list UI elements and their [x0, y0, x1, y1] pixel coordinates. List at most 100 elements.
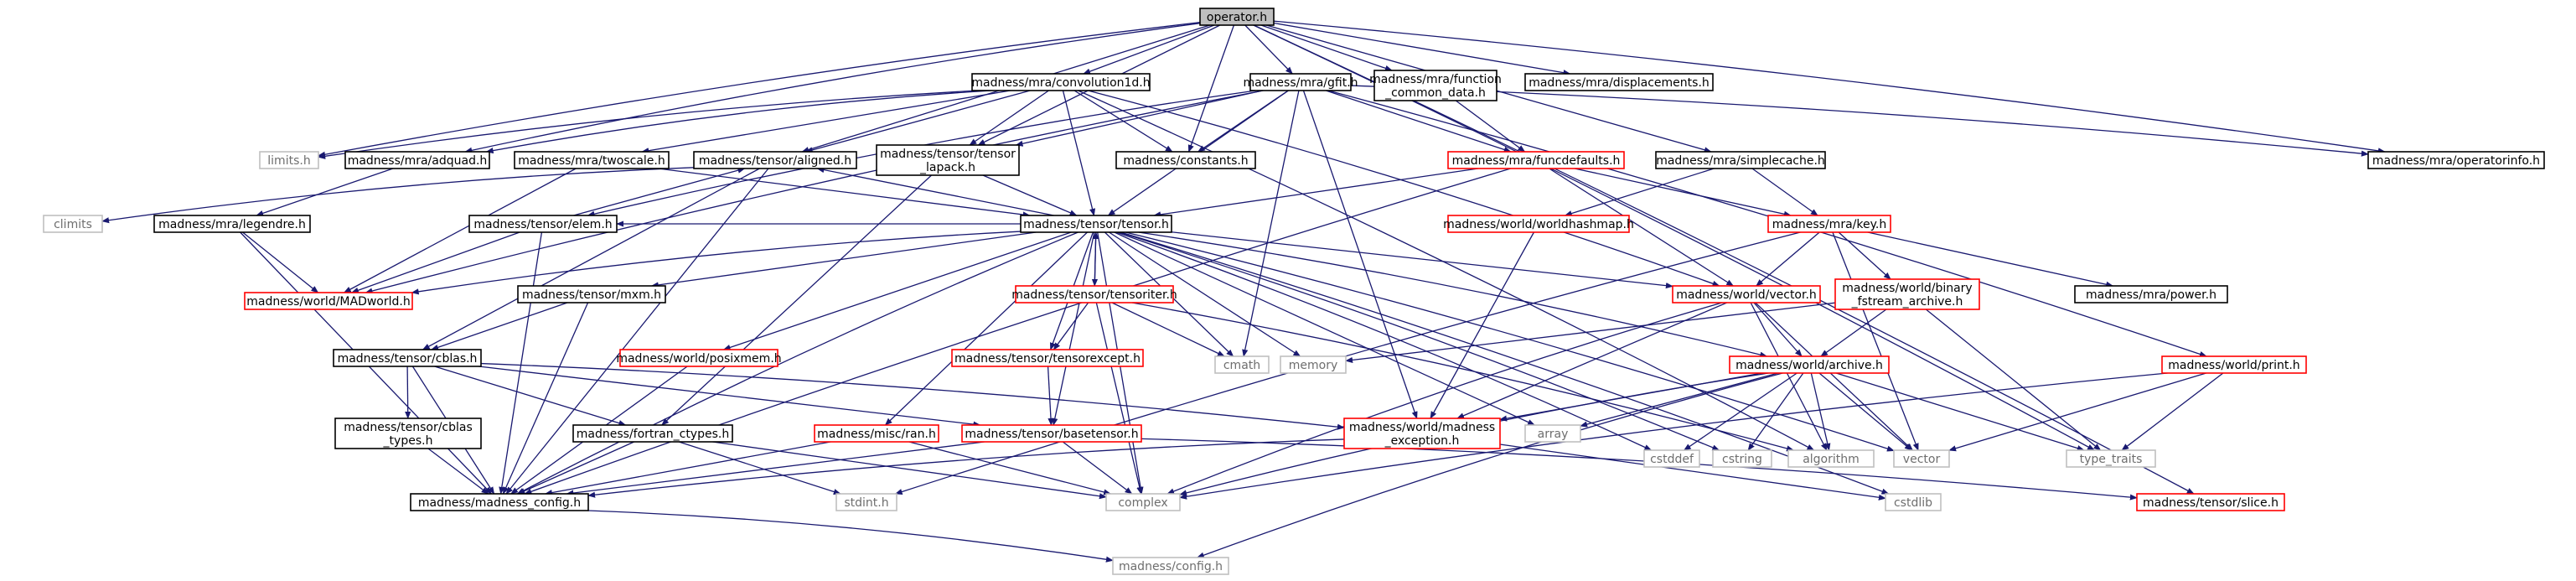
node-cstddef: cstddef [1643, 449, 1700, 468]
node-box-mxm [517, 285, 666, 303]
node-madworld[interactable]: madness/world/MADworld.h [244, 292, 413, 310]
node-label-twoscale: madness/mra/twoscale.h [518, 154, 665, 168]
node-box-function_common [1373, 70, 1497, 101]
node-print[interactable]: madness/world/print.h [2161, 355, 2307, 374]
edge-tensor-to-vector_h [1171, 231, 1673, 289]
node-simplecache[interactable]: madness/mra/simplecache.h [1655, 151, 1826, 169]
node-twoscale[interactable]: madness/mra/twoscale.h [514, 151, 670, 169]
edge-gfit-to-cmath [1242, 90, 1300, 357]
node-cblas[interactable]: madness/tensor/cblas.h [333, 349, 482, 367]
node-box-cstdlib [1885, 493, 1942, 511]
node-box-legendre [153, 215, 311, 233]
edge-worldhashmap-to-madness_exception [1430, 231, 1535, 419]
edge-convolution1d-to-tensor_lapack [969, 90, 1049, 146]
edge-tensor-to-archive [1138, 231, 1768, 358]
node-cstring: cstring [1712, 449, 1772, 468]
node-type_traits: type_traits [2066, 449, 2156, 468]
node-box-tensor_lapack [876, 144, 1020, 176]
node-box-elem [468, 215, 618, 233]
node-displacements[interactable]: madness/mra/displacements.h [1524, 73, 1714, 91]
node-box-stdint [835, 493, 897, 511]
node-label-tensor_lapack: madness/tensor/tensor [880, 148, 1016, 161]
node-label-aligned: madness/tensor/aligned.h [699, 154, 851, 168]
node-vector_h[interactable]: madness/world/vector.h [1672, 285, 1821, 303]
node-limits: limits.h [259, 151, 319, 169]
node-tensor[interactable]: madness/tensor/tensor.h [1020, 215, 1172, 233]
node-key[interactable]: madness/mra/key.h [1767, 215, 1891, 233]
edge-simplecache-to-key [1751, 168, 1818, 216]
node-label-power: madness/mra/power.h [2086, 288, 2216, 302]
edge-binary_fstream-to-memory [1345, 302, 1836, 364]
node-tensoriter[interactable]: madness/tensor/tensoriter.h [1011, 285, 1177, 303]
edge-tensor-to-madness_config [516, 231, 1079, 495]
node-mxm[interactable]: madness/tensor/mxm.h [517, 285, 666, 303]
node-funcdefaults[interactable]: madness/mra/funcdefaults.h [1447, 151, 1625, 169]
node-label-stdint: stdint.h [844, 496, 888, 510]
edge-tensor-to-basetensor [1052, 231, 1095, 426]
node-posixmem[interactable]: madness/world/posixmem.h [616, 349, 782, 367]
node-function_common[interactable]: madness/mra/function_common_data.h [1369, 70, 1502, 101]
node-label-mxm: madness/tensor/mxm.h [522, 288, 661, 302]
edge-tensor-to-memory [1109, 231, 1301, 357]
edge-cblas-to-basetensor [478, 366, 981, 428]
node-madness_exception[interactable]: madness/world/madness_exception.h [1343, 418, 1501, 449]
edge-tensoriter-to-complex [1095, 302, 1143, 495]
node-worldhashmap[interactable]: madness/world/worldhashmap.h [1443, 215, 1634, 233]
node-madness_config[interactable]: madness/madness_config.h [410, 493, 589, 511]
edge-vector_h-to-archive [1753, 302, 1803, 357]
node-binary_fstream[interactable]: madness/world/binary_fstream_archive.h [1834, 278, 1980, 310]
edge-print-to-vector [1948, 372, 2206, 452]
node-archive[interactable]: madness/world/archive.h [1729, 355, 1890, 374]
node-box-fortran_ctypes [572, 424, 733, 443]
node-label-cstdlib: cstdlib [1894, 496, 1932, 510]
node-label-madness_config: madness/madness_config.h [418, 496, 581, 510]
node-tensorexcept[interactable]: madness/tensor/tensorexcept.h [951, 349, 1144, 367]
edge-gfit-to-funcdefaults [1326, 90, 1512, 153]
node-label-cblas_types: _types.h [383, 434, 433, 448]
node-elem[interactable]: madness/tensor/elem.h [468, 215, 618, 233]
node-label-cmath: cmath [1223, 359, 1260, 372]
node-label-vector: vector [1903, 453, 1941, 466]
node-config: madness/config.h [1112, 557, 1229, 575]
node-label-tensorexcept: madness/tensor/tensorexcept.h [954, 352, 1141, 366]
edge-vector_h-to-algorithm [1750, 302, 1828, 451]
node-label-basetensor: madness/tensor/basetensor.h [965, 428, 1138, 441]
edge-operator-to-limits [318, 22, 1201, 158]
node-box-funcdefaults [1447, 151, 1625, 169]
edge-fortran_ctypes-to-stdint [678, 441, 841, 495]
edge-ran-to-madness_config [544, 441, 831, 496]
node-box-displacements [1524, 73, 1714, 91]
node-box-constants [1115, 151, 1256, 169]
node-tensor_lapack[interactable]: madness/tensor/tensor_lapack.h [876, 144, 1020, 176]
edge-vector_h-to-complex [1166, 302, 1723, 495]
node-aligned[interactable]: madness/tensor/aligned.h [693, 151, 857, 169]
edge-archive-to-type_traits [1835, 372, 2085, 452]
node-box-ran [814, 424, 939, 443]
node-label-climits: climits [54, 218, 92, 231]
edge-operator-to-function_common [1260, 24, 1393, 71]
node-cblas_types[interactable]: madness/tensor/cblas_types.h [334, 418, 482, 449]
node-label-memory: memory [1289, 359, 1338, 372]
node-slice[interactable]: madness/tensor/slice.h [2136, 493, 2285, 511]
edge-twoscale-to-madworld [343, 168, 577, 293]
edge-key-to-vector_h [1756, 231, 1820, 287]
node-box-tensor [1020, 215, 1172, 233]
node-label-operatorinfo: madness/mra/operatorinfo.h [2372, 154, 2540, 168]
node-constants[interactable]: madness/constants.h [1115, 151, 1256, 169]
node-gfit[interactable]: madness/mra/gfit.h [1243, 73, 1358, 91]
edge-basetensor-to-slice [1141, 438, 2138, 501]
node-label-algorithm: algorithm [1803, 453, 1860, 466]
node-basetensor[interactable]: madness/tensor/basetensor.h [961, 424, 1142, 443]
node-fortran_ctypes[interactable]: madness/fortran_ctypes.h [572, 424, 733, 443]
node-legendre[interactable]: madness/mra/legendre.h [153, 215, 311, 233]
node-power[interactable]: madness/mra/power.h [2074, 285, 2228, 303]
edge-tensor-to-posixmem [722, 231, 1072, 350]
edge-tensoriter-to-tensorexcept [1053, 302, 1089, 350]
node-operatorinfo[interactable]: madness/mra/operatorinfo.h [2367, 151, 2545, 169]
node-label-madworld: madness/world/MADworld.h [246, 295, 410, 309]
edge-cblas-to-cblas_types [405, 366, 411, 419]
node-ran[interactable]: madness/misc/ran.h [814, 424, 939, 443]
node-adquad[interactable]: madness/mra/adquad.h [344, 151, 490, 169]
edge-key-to-binary_fstream [1838, 231, 1891, 280]
node-convolution1d[interactable]: madness/mra/convolution1d.h [971, 73, 1151, 91]
